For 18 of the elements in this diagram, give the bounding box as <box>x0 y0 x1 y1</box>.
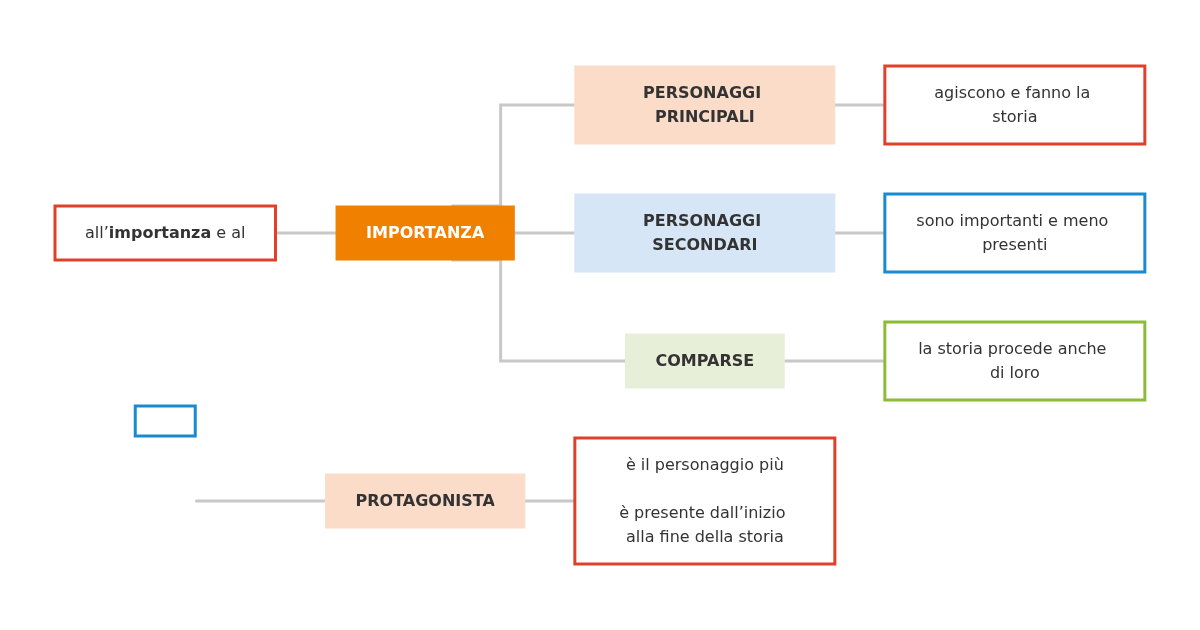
connector <box>514 231 575 235</box>
connector <box>195 499 326 503</box>
node-box: IMPORTANZA <box>335 205 515 261</box>
connector <box>524 499 575 503</box>
connector <box>275 231 337 235</box>
node-box: agiscono e fanno la storia <box>883 64 1147 146</box>
node-box: all’importanza e al <box>53 204 278 262</box>
node-box: sono importanti e meno presenti <box>883 192 1147 274</box>
node-box <box>133 404 197 438</box>
node-box: PERSONAGGI PRINCIPALI <box>574 65 836 145</box>
node-box: COMPARSE <box>625 333 785 389</box>
node-box: è il personaggio più è presente dall’inizio alla fine della storia <box>573 436 837 566</box>
connector <box>834 103 885 107</box>
node-box: la storia procede anche di loro <box>883 320 1147 402</box>
connector <box>784 359 885 363</box>
node-box: PROTAGONISTA <box>325 473 526 529</box>
node-box: PERSONAGGI SECONDARI <box>574 193 836 273</box>
connector <box>834 231 885 235</box>
